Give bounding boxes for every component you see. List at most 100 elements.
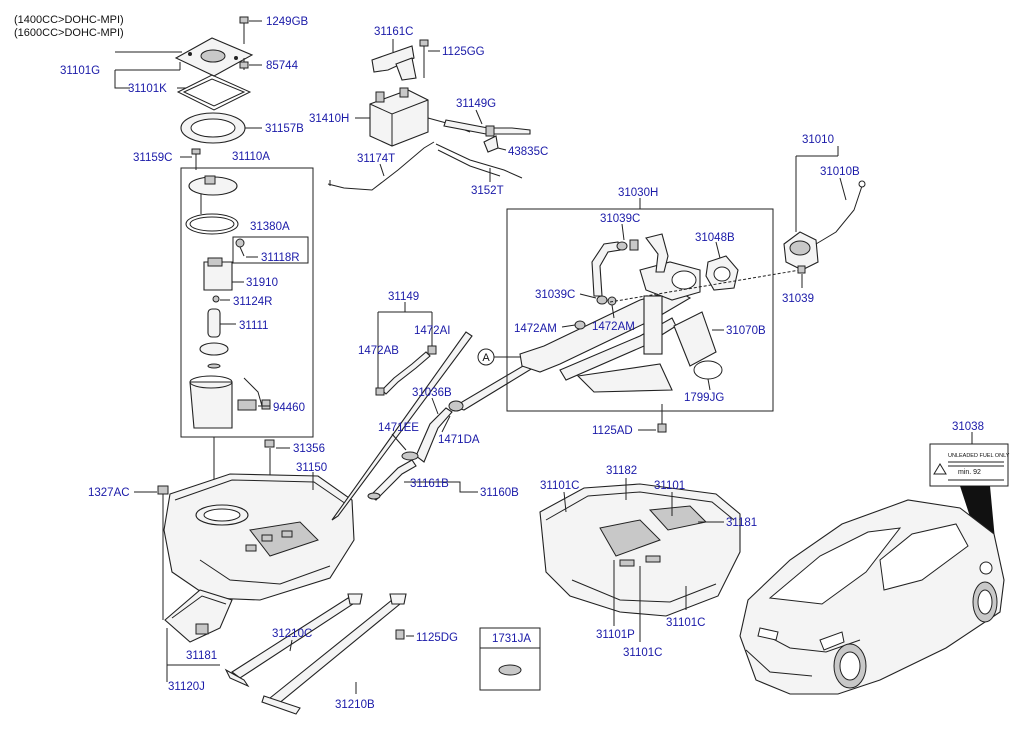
label-1731JA: 1731JA <box>492 633 531 645</box>
strap-31210C <box>224 593 363 688</box>
label-31150: 31150 <box>296 462 327 474</box>
breather-hose-31149 <box>375 345 437 396</box>
label-31120J: 31120J <box>168 681 205 693</box>
bolt-1249GB <box>239 16 262 44</box>
clip-1472AM <box>574 296 617 330</box>
label-31210C: 31210C <box>272 628 312 640</box>
cover-31070B <box>673 311 717 367</box>
label-31101C-top: 31101C <box>540 480 579 492</box>
strap-31210B <box>261 593 407 715</box>
label-31010: 31010 <box>802 134 834 146</box>
sticker-text-2: min. 92 <box>958 469 981 476</box>
label-31356: 31356 <box>293 443 325 455</box>
label-31039C-left: 31039C <box>535 289 575 301</box>
label-31160B: 31160B <box>480 487 519 499</box>
label-31161B: 31161B <box>410 478 449 490</box>
label-31070B: 31070B <box>726 325 766 337</box>
label-31110A: 31110A <box>232 151 270 163</box>
fuel-tank-31101 <box>539 483 741 617</box>
bolt-1125DG <box>395 629 414 640</box>
canister-31410H <box>369 87 471 147</box>
label-31101C-bottom: 31101C <box>623 647 662 659</box>
header-engine-2: (1600CC>DOHC-MPI) <box>14 27 124 39</box>
label-1249GB: 1249GB <box>266 16 309 28</box>
label-31048B: 31048B <box>695 232 735 244</box>
fuel-pump-31111 <box>207 308 236 338</box>
label-1472AM-left: 1472AM <box>514 323 557 335</box>
label-31380A: 31380A <box>250 221 290 233</box>
reference-circle-a-text: A <box>482 352 490 364</box>
label-1471EE: 1471EE <box>378 422 419 434</box>
hose-31149G <box>443 119 531 137</box>
bolt-1125GG <box>419 39 440 78</box>
header-engine-1: (1400CC>DOHC-MPI) <box>14 14 124 26</box>
plug-box-1731JA <box>479 627 541 691</box>
label-31111: 31111 <box>239 320 268 332</box>
gasket-31101K <box>176 74 252 111</box>
label-31124R: 31124R <box>233 296 272 308</box>
label-1327AC: 1327AC <box>88 487 130 499</box>
filler-hose-31036B <box>415 400 464 463</box>
label-1472AB: 1472AB <box>358 345 399 357</box>
label-31161C: 31161C <box>374 26 413 38</box>
screw-31039 <box>797 265 806 288</box>
pump-flange <box>188 175 238 214</box>
label-1472AM-right: 1472AM <box>592 321 635 333</box>
label-1125GG: 1125GG <box>442 46 485 58</box>
bolt-1125AD <box>657 404 667 433</box>
ring-1799JG <box>693 360 723 380</box>
level-sender <box>235 238 245 257</box>
label-31010B: 31010B <box>820 166 860 178</box>
vapor-line-31174T <box>327 141 435 191</box>
lock-ring-31157B <box>180 112 246 144</box>
fuel-sticker-31038: UNLEADED FUEL ONLY min. 92 <box>929 443 1010 487</box>
label-31181-right: 31181 <box>726 517 757 529</box>
rubber-plug-icon <box>498 664 522 676</box>
label-1471DA: 1471DA <box>438 434 480 446</box>
label-31101C-right: 31101C <box>666 617 705 629</box>
bolt-31159C <box>180 148 201 170</box>
label-31181-left: 31181 <box>186 650 217 662</box>
label-31039: 31039 <box>782 293 814 305</box>
label-31149: 31149 <box>388 291 419 303</box>
label-31101P: 31101P <box>596 629 635 641</box>
label-31159C: 31159C <box>133 152 172 164</box>
label-31101K: 31101K <box>128 83 167 95</box>
label-3152T: 3152T <box>471 185 504 197</box>
label-31410H: 31410H <box>309 113 349 125</box>
clip-31356 <box>264 439 290 449</box>
label-43835C: 43835C <box>508 146 548 158</box>
fuel-tank-31150 <box>163 473 355 601</box>
label-31039C-top: 31039C <box>600 213 640 225</box>
pump-cover-plate <box>174 37 254 77</box>
label-31910: 31910 <box>246 277 278 289</box>
vent-hose-31039C <box>591 233 669 305</box>
heat-shield-31120J <box>164 589 233 643</box>
o-ring-gasket <box>185 213 239 235</box>
label-94460: 94460 <box>273 402 305 414</box>
sticker-text-1: UNLEADED FUEL ONLY <box>948 453 1010 459</box>
filter-31124R <box>212 295 230 303</box>
bolt-85744 <box>239 58 262 70</box>
label-31210B: 31210B <box>335 699 375 711</box>
label-31182: 31182 <box>606 465 637 477</box>
pump-module-box <box>180 167 314 438</box>
clamp-1471EE <box>401 451 419 461</box>
label-31149G: 31149G <box>456 98 496 110</box>
label-31101G: 31101G <box>60 65 100 77</box>
label-31101: 31101 <box>654 480 685 492</box>
label-1125DG: 1125DG <box>416 632 458 644</box>
nut-1327AC <box>134 485 169 620</box>
label-31118R: 31118R <box>261 252 300 264</box>
label-31036B: 31036B <box>412 387 452 399</box>
label-31038: 31038 <box>952 421 984 433</box>
label-31157B: 31157B <box>265 123 304 135</box>
label-1799JG: 1799JG <box>684 392 724 404</box>
label-31174T: 31174T <box>357 153 395 165</box>
label-1472AI: 1472AI <box>414 325 450 337</box>
fuel-cap-31010 <box>783 180 866 271</box>
filler-pipe-assembly <box>519 261 701 393</box>
sender-box-31380A <box>232 236 309 264</box>
